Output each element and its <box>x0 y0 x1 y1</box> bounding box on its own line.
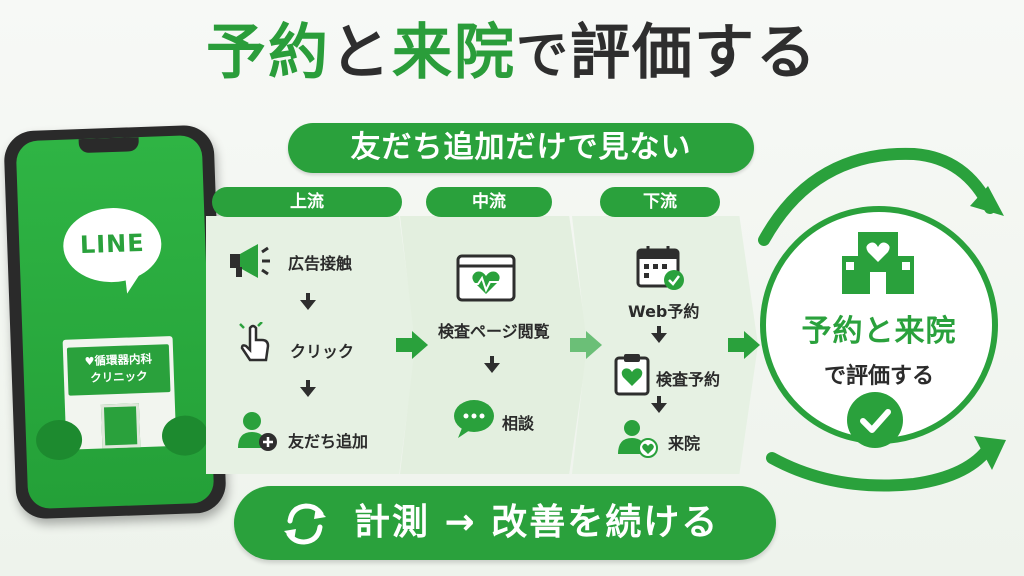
check-icon <box>847 392 903 448</box>
flow-arrow-icon <box>412 331 428 359</box>
step-ad-contact: 広告接触 <box>288 254 353 273</box>
result-subline: で評価する <box>823 364 934 389</box>
flow-arrow-icon <box>586 331 602 359</box>
title-de: で <box>515 26 570 86</box>
page-title: 予約と来院で評価する <box>0 12 1024 97</box>
down-arrow-icon <box>484 363 500 373</box>
hospital-icon <box>842 232 914 294</box>
clinic-name-line2: クリニック <box>89 368 148 385</box>
browser-heart-icon <box>456 254 516 302</box>
calendar-check-icon <box>636 246 684 290</box>
down-arrow-icon <box>300 387 316 397</box>
clinic-door <box>100 403 141 449</box>
down-arrow-stem <box>306 293 310 301</box>
cycle-arrows-icon <box>758 147 1006 492</box>
patient-heart-icon <box>618 420 658 458</box>
phone-screen: LINE ♥循環器内科 クリニック <box>15 134 215 510</box>
line-logo-text: LINE <box>79 228 146 260</box>
stage-midstream-label: 中流 <box>426 187 552 217</box>
click-icon <box>239 322 270 362</box>
step-web-reservation: Web予約 <box>628 302 700 321</box>
step-exam-reservation: 検査予約 <box>656 370 721 389</box>
title-and: と <box>329 18 392 88</box>
bottom-banner: 計測 → 改善を続ける <box>234 486 776 560</box>
step-consultation: 相談 <box>502 414 535 433</box>
flow-arrow-icon <box>744 331 760 359</box>
result-headline: 予約と来院 <box>801 314 957 349</box>
add-friend-icon <box>238 412 277 451</box>
title-visit: 来院 <box>391 18 516 88</box>
down-arrow-stem <box>657 396 661 404</box>
bottom-banner-text: 計測 → 改善を続ける <box>354 502 720 543</box>
phone-notch <box>78 137 140 154</box>
bush-left <box>35 419 83 461</box>
flow-arrow-stem <box>728 338 744 352</box>
chat-icon <box>454 400 494 438</box>
down-arrow-stem <box>306 380 310 388</box>
title-suru: する <box>694 18 818 88</box>
megaphone-icon <box>230 244 270 278</box>
refresh-icon <box>284 503 326 545</box>
down-arrow-stem <box>657 326 661 334</box>
flow-arrow-stem <box>570 338 586 352</box>
step-visit: 来院 <box>668 434 701 453</box>
step-exam-page-view: 検査ページ閲覧 <box>438 322 550 341</box>
flow-arrow-stem <box>396 338 412 352</box>
down-arrow-icon <box>300 300 316 310</box>
step-add-friend: 友だち追加 <box>288 432 369 451</box>
title-reservation: 予約 <box>205 18 330 88</box>
down-arrow-stem <box>490 356 494 364</box>
stage-upstream-label: 上流 <box>212 187 402 217</box>
title-evaluate: 評価 <box>570 18 694 88</box>
smartphone: LINE ♥循環器内科 クリニック <box>3 124 227 520</box>
bush-right <box>161 414 209 457</box>
clipboard-heart-icon <box>614 354 650 396</box>
subtitle-pill: 友だち追加だけで見ない <box>288 123 754 173</box>
down-arrow-icon <box>651 333 667 343</box>
step-click: クリック <box>290 342 355 361</box>
down-arrow-icon <box>651 403 667 413</box>
clinic-sign: ♥循環器内科 クリニック <box>66 344 171 396</box>
stage-downstream-label: 下流 <box>600 187 720 217</box>
